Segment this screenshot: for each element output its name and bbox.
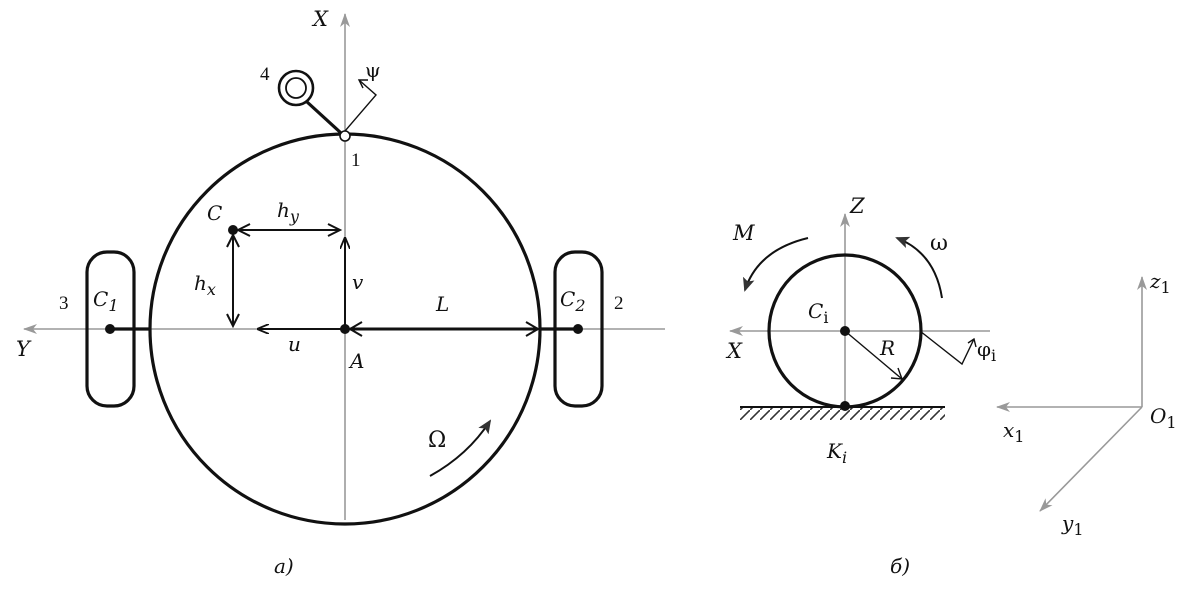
point-ki-label: Ki [826,439,847,467]
moment-m-label: M [732,221,755,245]
x1-label: x1 [1003,418,1024,446]
part-3-label: 3 [59,293,69,314]
dimension-hy-head-left [235,223,251,237]
moment-m-arrow [743,237,809,292]
point-c1-dot [105,324,115,334]
dimension-hx-head-bottom [226,313,240,329]
radius-arrowhead [890,367,904,380]
axis-x-label: X [311,7,329,31]
point-c2-label: C2 [560,287,586,315]
psi-angle-line [344,79,377,132]
y1-label: y1 [1061,511,1084,539]
omega-big-label: Ω [428,428,446,453]
caster-wheel-inner [285,77,307,99]
caster-wheel-outer [277,69,315,107]
point-ci-label: Ci [808,299,828,327]
omega-label: ω [930,231,948,256]
axis-y-label: Y [16,337,32,361]
y1-axis-line [1039,406,1143,512]
hy-label: hy [277,198,300,226]
psi-label: ψ [365,58,381,82]
part-2-label: 2 [614,293,624,314]
omega-rotation-arrow [429,419,492,477]
point-c1-label: C1 [93,287,119,315]
radius-label: R [879,336,895,360]
panel-a: X Y ψ 1 2 3 4 C A C1 C2 hy hx v u L Ω a) [16,7,665,578]
omega-rotation-arrow-b [895,236,943,299]
velocity-v-label: v [352,270,364,294]
velocity-u-label: u [288,332,301,356]
axis-z-label: Z [849,194,865,218]
hx-label: hx [194,271,216,299]
dimension-hx-head-top [226,232,240,248]
point-ki-dot [840,401,850,411]
part-4-label: 4 [260,64,270,85]
caster-arm [304,99,343,135]
axis-x-label-b: X [725,339,743,363]
ground-hatch [740,407,945,420]
point-c-label: C [207,201,222,225]
panel-b: Z X M ω Ci R φi Ki б) [725,194,996,578]
part-1-label: 1 [351,150,361,171]
phi-angle-head [967,337,977,348]
phi-label: φi [977,337,996,365]
z1-label: z1 [1149,269,1171,297]
length-l-label: L [435,292,449,316]
caption-b: б) [890,554,910,578]
caption-a: a) [274,554,294,578]
point-c-dot [228,225,238,235]
inertial-frame: z1 x1 y1 O1 [996,269,1177,539]
phi-angle-line [919,330,975,366]
psi-angle-head [357,79,368,89]
dimension-hy-head-right [327,223,343,237]
point-c2-dot [573,324,583,334]
caster-pivot-1 [339,130,351,142]
radius-line [844,330,903,380]
o1-label: O1 [1150,404,1177,432]
length-l-arrowhead-right [525,321,540,337]
point-a-label: A [348,349,364,373]
